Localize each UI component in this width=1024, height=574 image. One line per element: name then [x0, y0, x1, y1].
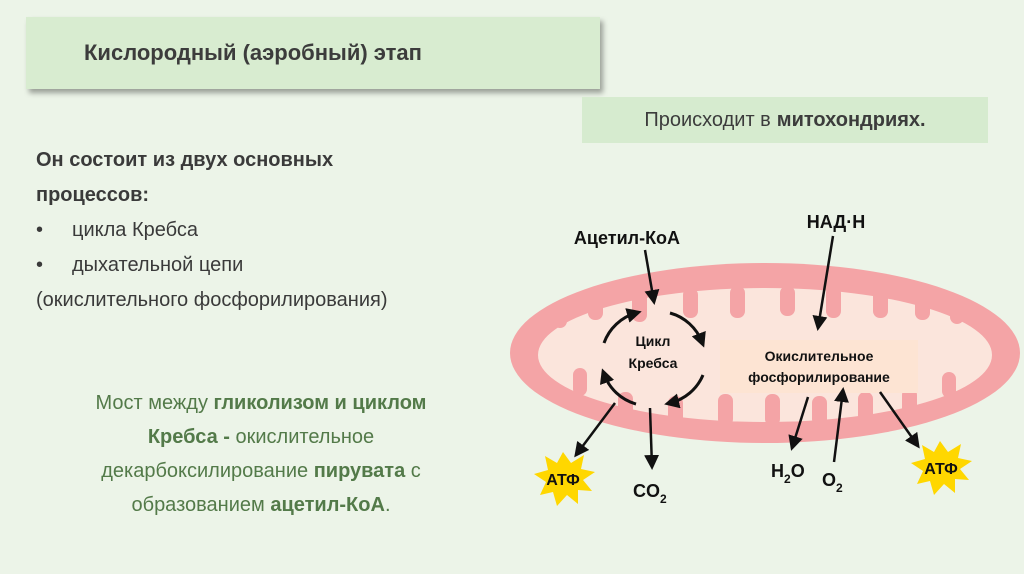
atp-left-label: АТФ: [546, 472, 580, 489]
oxphos-label-1: Окислительное: [765, 348, 874, 364]
oxphos-label-2: фосфорилирование: [748, 369, 890, 385]
krebs-label-2: Кребса: [629, 355, 678, 371]
o2-label: O2: [822, 470, 843, 495]
atp-right-label: АТФ: [924, 461, 958, 478]
h2o-label: H2O: [771, 461, 805, 486]
krebs-label-1: Цикл: [636, 333, 671, 349]
o2-text: O: [822, 470, 836, 490]
h2o-o: O: [791, 461, 805, 481]
co2-text: CO: [633, 481, 660, 501]
nadh-label: НАД·Н: [807, 212, 865, 232]
co2-label: CO2: [633, 481, 667, 506]
h2o-h: H: [771, 461, 784, 481]
co2-subscript: 2: [660, 492, 667, 506]
acetyl-coa-label: Ацетил-КоА: [574, 228, 680, 248]
o2-subscript: 2: [836, 481, 843, 495]
